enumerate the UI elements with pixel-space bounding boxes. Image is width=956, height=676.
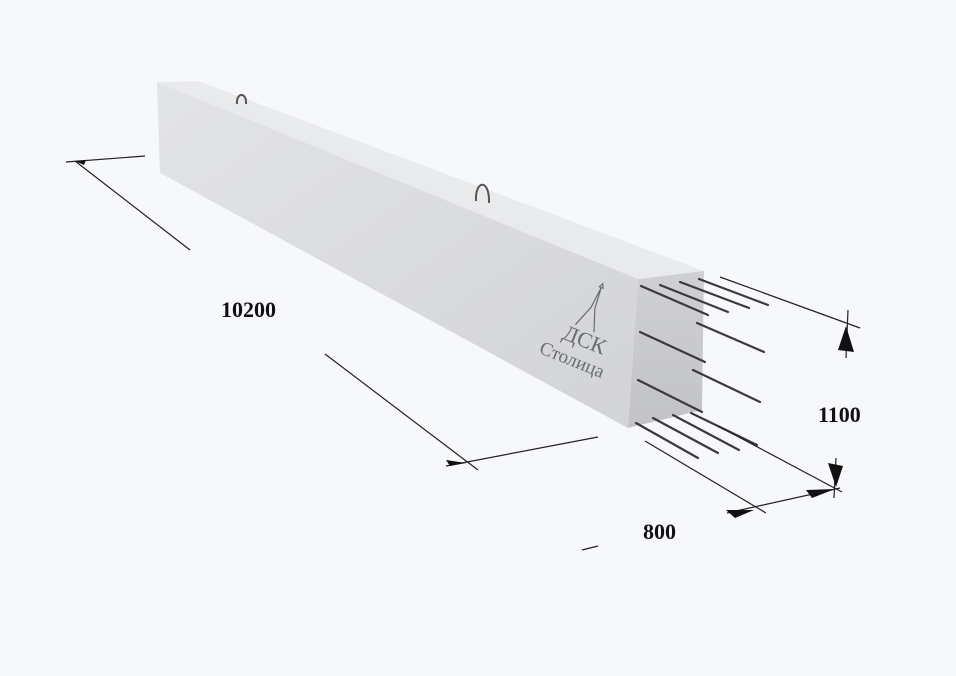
lifting-loop-icon bbox=[474, 183, 491, 204]
arrow-icon bbox=[726, 510, 754, 518]
beam bbox=[157, 81, 704, 428]
beam-top-face bbox=[157, 81, 704, 279]
arrow-icon bbox=[446, 460, 466, 466]
lifting-loop-icon bbox=[235, 94, 248, 105]
beam-side-face bbox=[157, 82, 638, 428]
beam-end-face bbox=[628, 271, 704, 428]
arrow-icon bbox=[75, 160, 86, 165]
dimension-length-label: 10200 bbox=[221, 297, 276, 322]
dimension-arrows bbox=[75, 160, 854, 518]
rebars bbox=[634, 277, 770, 460]
arrow-icon bbox=[838, 326, 854, 352]
dimension-height-label: 1100 bbox=[818, 402, 861, 427]
arrow-icon bbox=[806, 489, 835, 498]
arrow-icon bbox=[828, 463, 843, 487]
dimension-lines bbox=[65, 155, 861, 551]
dimension-width-label: 800 bbox=[643, 519, 676, 544]
kremlin-tower-icon bbox=[575, 282, 604, 333]
